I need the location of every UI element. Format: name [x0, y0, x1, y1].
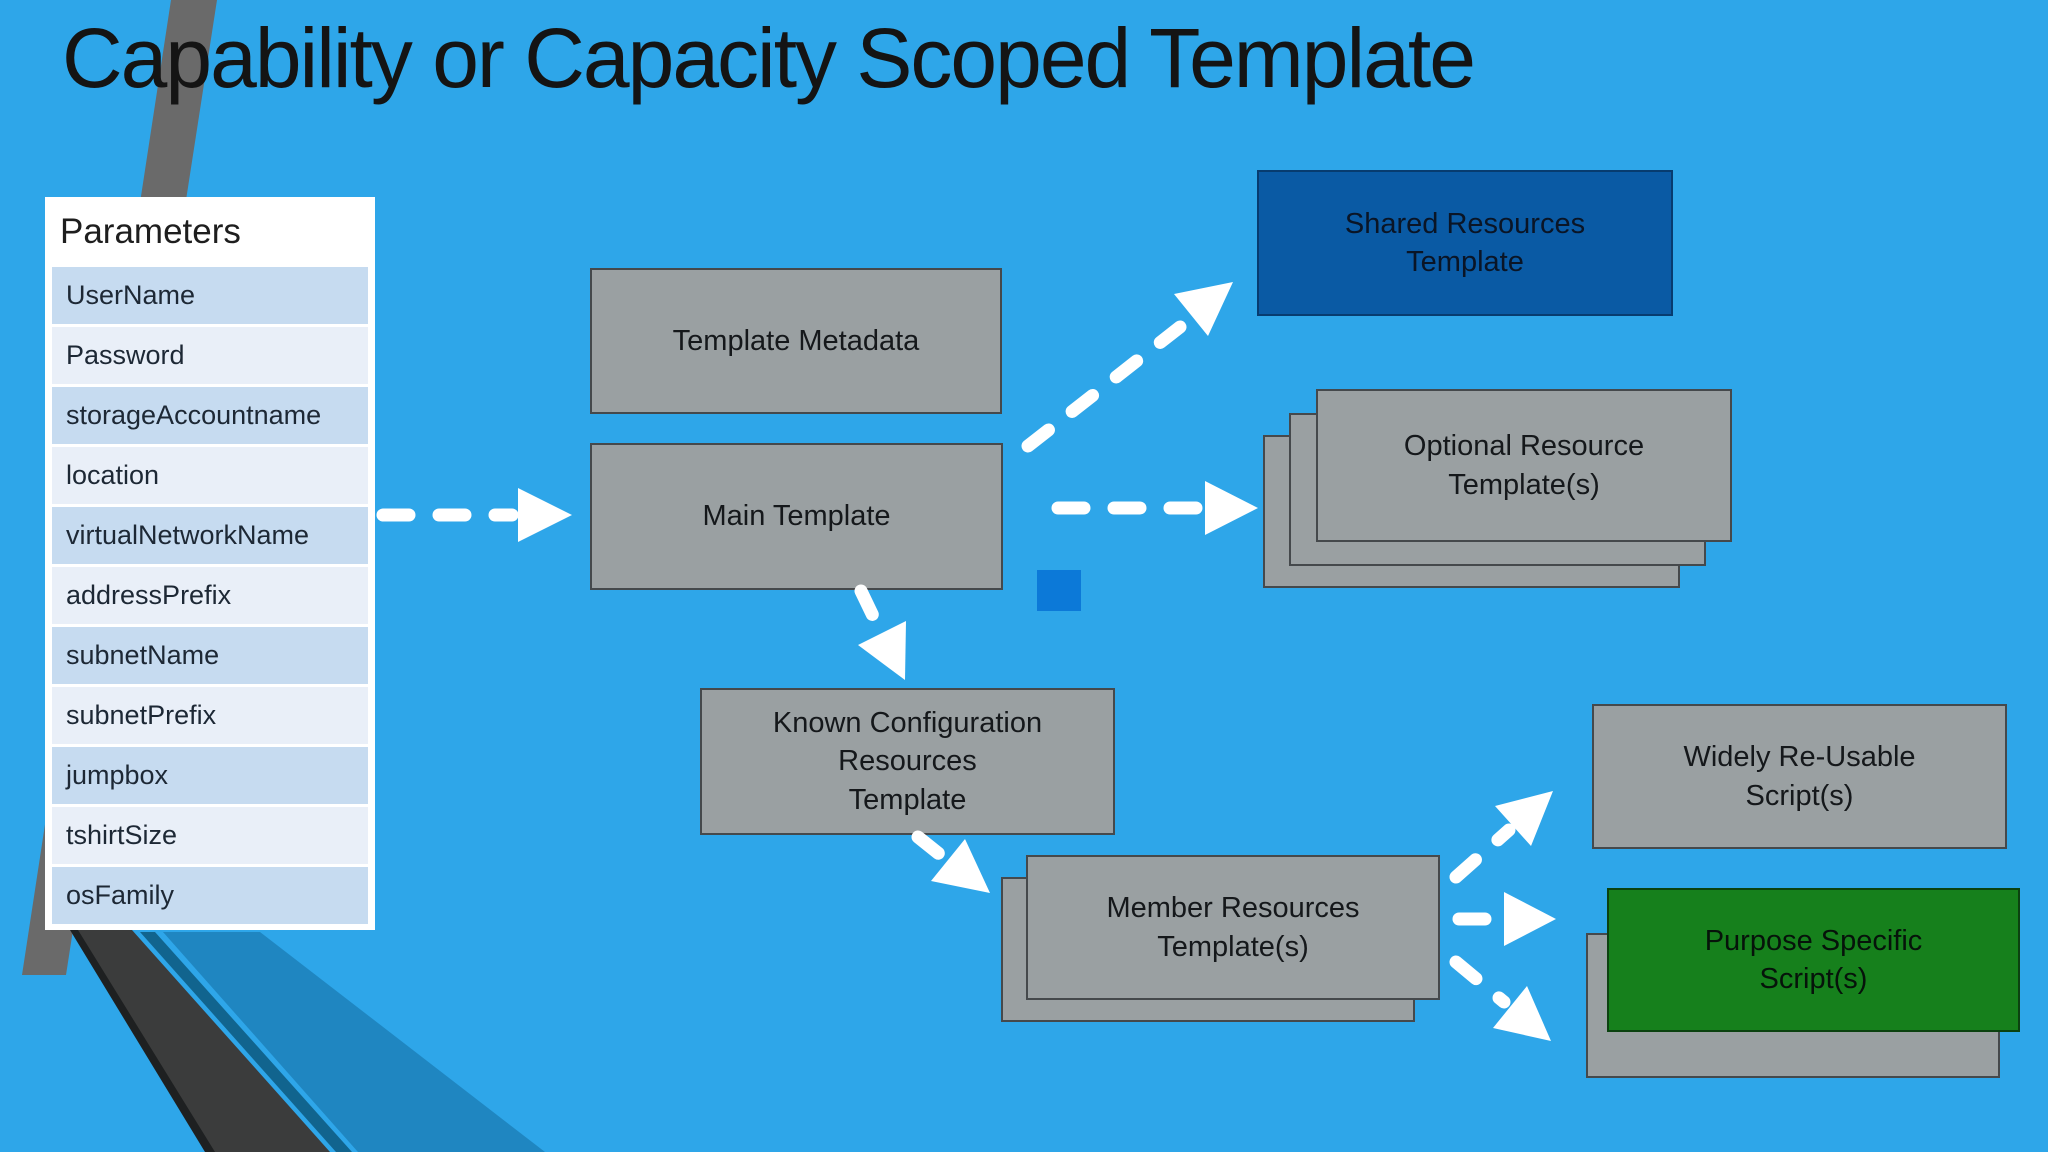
widely-reusable-scripts-box: Widely Re-Usable Script(s) [1592, 704, 2007, 849]
parameter-row: subnetName [52, 627, 368, 684]
template-metadata-box: Template Metadata [590, 268, 1002, 414]
parameter-row: storageAccountname [52, 387, 368, 444]
member-resources-templates-box: Member Resources Template(s) [1026, 855, 1440, 1000]
parameter-row: virtualNetworkName [52, 507, 368, 564]
diagonal-stripe-teal-dark [140, 932, 352, 1152]
parameter-row: jumpbox [52, 747, 368, 804]
parameter-row: addressPrefix [52, 567, 368, 624]
known-configuration-resources-template-box: Known Configuration Resources Template [700, 688, 1115, 835]
main-template-box: Main Template [590, 443, 1003, 590]
parameter-row: UserName [52, 267, 368, 324]
diagonal-stripe-teal [163, 932, 545, 1152]
parameter-row: Password [52, 327, 368, 384]
blue-accent-square [1037, 570, 1081, 611]
parameter-row: location [52, 447, 368, 504]
diagonal-stripe-dark [78, 930, 330, 1152]
purpose-specific-scripts-box: Purpose Specific Script(s) [1607, 888, 2020, 1032]
parameter-row: osFamily [52, 867, 368, 924]
shared-resources-template-box: Shared Resources Template [1257, 170, 1673, 316]
optional-resource-templates-box: Optional Resource Template(s) [1316, 389, 1732, 542]
parameter-row: subnetPrefix [52, 687, 368, 744]
slide-title: Capability or Capacity Scoped Template [62, 11, 1476, 105]
parameter-row: tshirtSize [52, 807, 368, 864]
parameters-header: Parameters [60, 212, 241, 251]
